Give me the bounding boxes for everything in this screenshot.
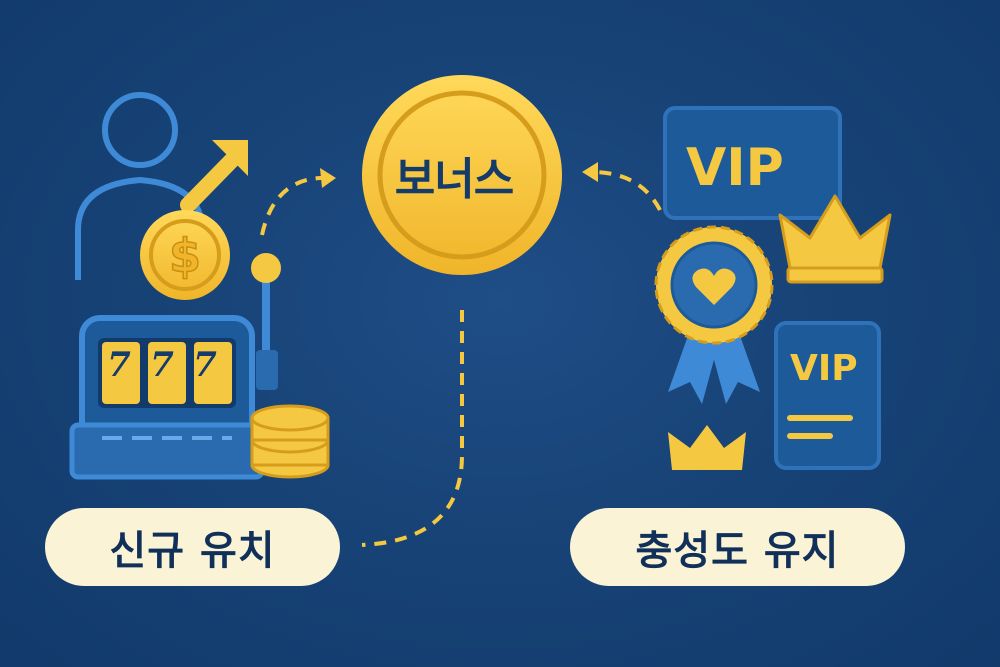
- vip-card-icon: [774, 321, 881, 470]
- acquisition-label: 신규 유치: [45, 508, 340, 586]
- connector-bonus-to-bottom: [361, 310, 464, 547]
- slot-reel-1: 7: [107, 345, 131, 385]
- slot-reels: 7 7 7: [102, 345, 222, 385]
- retention-label: 충성도 유지: [570, 508, 905, 586]
- slot-machine-icon: [69, 253, 281, 480]
- user-icon: [75, 92, 205, 280]
- slot-reel-2: 7: [150, 345, 174, 385]
- small-crown-icon: [668, 425, 746, 470]
- vip-badge-label: VIP: [686, 138, 784, 198]
- crown-icon: [778, 194, 892, 284]
- connector-right-to-bonus: [591, 170, 662, 211]
- arrow-up-icon: [180, 140, 248, 213]
- coin-stack-icon: [250, 404, 330, 479]
- slot-reel-3: 7: [193, 345, 217, 385]
- bonus-coin-icon: [362, 75, 562, 275]
- bonus-label: 보너스: [394, 154, 514, 205]
- arrowhead-left: [320, 168, 336, 188]
- dollar-coin-icon: $: [140, 210, 230, 300]
- arrowhead-right: [582, 162, 598, 182]
- heart-ribbon-icon: [654, 225, 774, 404]
- vip-badge-icon: [663, 106, 842, 220]
- svg-text:$: $: [169, 229, 201, 283]
- connector-left-to-bonus: [260, 175, 331, 236]
- vip-card-label: VIP: [790, 348, 858, 389]
